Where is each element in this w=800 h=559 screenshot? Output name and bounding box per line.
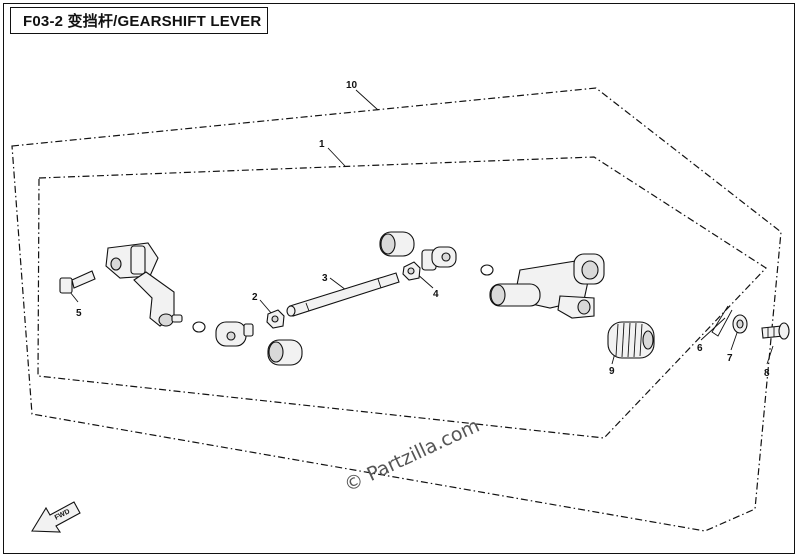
callout-7: 7 — [727, 353, 733, 364]
callout-10: 10 — [346, 80, 358, 91]
callout-8: 8 — [764, 368, 770, 379]
callout-5: 5 — [76, 308, 82, 319]
bolt-part-5 — [59, 270, 96, 294]
nut-part-4 — [402, 261, 421, 281]
leader-lines — [69, 89, 774, 365]
ball-joint-cap-left — [267, 339, 303, 366]
callout-3: 3 — [322, 273, 328, 284]
watermark: © Partzilla.com — [341, 415, 483, 497]
direction-arrow-icon: FWD — [31, 501, 81, 533]
nut-part-2 — [266, 309, 285, 329]
diagram-frame — [3, 3, 795, 554]
o-ring-right — [480, 264, 494, 276]
o-ring-left — [192, 321, 206, 333]
title-box: F03-2 变挡杆/GEARSHIFT LEVER — [10, 7, 268, 34]
shift-rod-part-3 — [286, 272, 400, 317]
pivot-pin-part-8 — [761, 322, 790, 340]
pedal-rubber-part-9 — [607, 321, 655, 359]
callout-4: 4 — [433, 289, 439, 300]
ball-joint-upper-right — [379, 231, 415, 257]
washer-part-7 — [732, 314, 748, 334]
callout-1: 1 — [319, 139, 325, 150]
ball-joint-lower-left — [215, 321, 254, 347]
diagram-title: F03-2 变挡杆/GEARSHIFT LEVER — [23, 13, 262, 30]
ball-joint-rod-end-right — [421, 246, 457, 271]
callout-6: 6 — [697, 343, 703, 354]
callout-9: 9 — [609, 366, 615, 377]
pin-part-6 — [711, 305, 733, 337]
outline-assembly-1 — [37, 156, 767, 439]
left-lever-bracket — [105, 242, 183, 327]
outline-assembly-10 — [11, 87, 782, 532]
right-shift-lever — [489, 253, 605, 319]
callout-2: 2 — [252, 292, 258, 303]
